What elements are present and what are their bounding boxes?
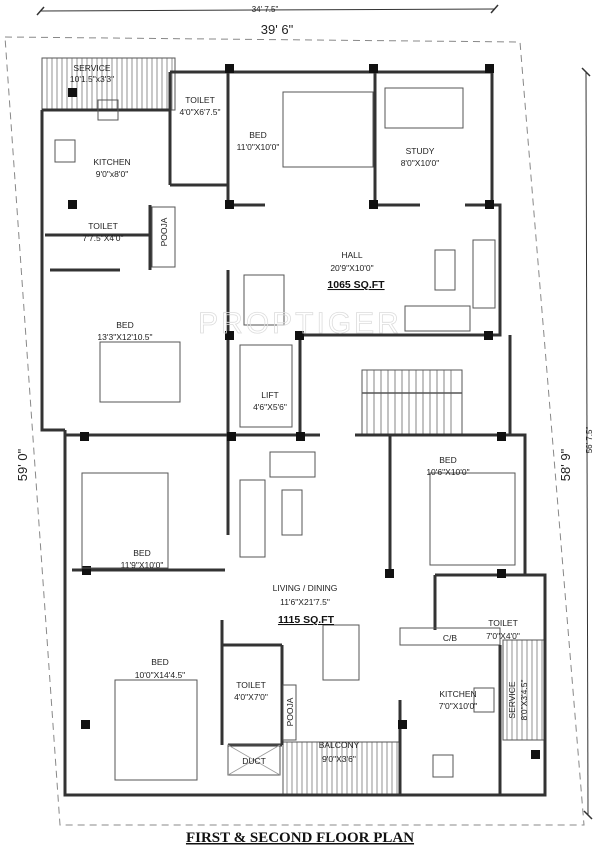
- room-name: KITCHEN: [93, 157, 130, 167]
- kitchen-stove-bottom: [473, 687, 495, 713]
- room-name: BED: [151, 657, 168, 667]
- room-name: STUDY: [406, 146, 435, 156]
- room-size: 11'0"X10'0": [237, 142, 280, 152]
- service-area-bottom: [502, 639, 546, 741]
- room-pooja-top: POOJA: [159, 217, 169, 246]
- top-outer-dimension: 34' 7.5": [252, 5, 279, 14]
- balcony-area: [282, 741, 401, 795]
- bed-bottom-furniture: [114, 679, 198, 781]
- room-bed-right: BED 10'6"X10'0": [426, 455, 469, 477]
- room-toilet-top: TOILET 4'0"X6'7.5": [180, 95, 221, 117]
- room-size: 7'0"X4'0": [486, 631, 520, 641]
- room-hall: HALL 20'9"X10'0" 1065 SQ.FT: [327, 250, 385, 291]
- room-size: 9'0"x8'0": [96, 169, 128, 179]
- kitchen-sink: [97, 99, 119, 121]
- bed-mid-left-furniture: [81, 472, 169, 569]
- room-area: 1115 SQ.FT: [278, 614, 335, 626]
- room-name: SERVICE: [507, 681, 517, 718]
- room-size: 11'6"X21'7.5": [280, 597, 330, 607]
- room-lift: LIFT 4'6"X5'6": [253, 390, 287, 412]
- room-service-top: SERVICE 10'1.5"x3'3": [70, 63, 114, 84]
- room-size: 7'0"X10'0": [439, 701, 478, 711]
- plan-title: FIRST & SECOND FLOOR PLAN: [186, 830, 414, 846]
- kitchen-stove: [54, 139, 76, 163]
- room-bed-top: BED 11'0"X10'0": [237, 130, 280, 152]
- bed-left-furniture: [99, 341, 181, 403]
- room-name: LIVING / DINING: [273, 583, 338, 593]
- room-size: 10'0"X14'4.5": [135, 670, 185, 680]
- room-name: BED: [439, 455, 456, 465]
- left-dimension: 59' 0": [15, 448, 30, 481]
- walls: [40, 70, 547, 797]
- room-kitchen-bottom: KITCHEN 7'0"X10'0": [439, 689, 478, 711]
- room-bed-bottom: BED 10'0"X14'4.5": [135, 657, 185, 680]
- room-kitchen-top: KITCHEN 9'0"x8'0": [93, 157, 130, 179]
- room-name: BALCONY: [319, 740, 360, 750]
- room-name: BED: [116, 320, 133, 330]
- hall-table: [434, 249, 456, 291]
- living-sofa: [239, 479, 266, 558]
- room-name: BED: [249, 130, 266, 140]
- service-area-top: [41, 57, 176, 111]
- plot-boundary: [4, 36, 585, 826]
- room-size: 8'0"X3'4.5": [519, 680, 529, 721]
- room-name: HALL: [341, 250, 363, 260]
- living-sofa-2: [269, 451, 316, 478]
- room-study: STUDY 8'0"X10'0": [401, 146, 440, 168]
- room-name: SERVICE: [73, 63, 110, 73]
- room-size: 4'6"X5'6": [253, 402, 287, 412]
- hall-dining-table: [243, 274, 285, 326]
- room-size: 8'0"X10'0": [401, 158, 440, 168]
- room-living-dining: LIVING / DINING 11'6"X21'7.5" 1115 SQ.FT: [273, 583, 338, 626]
- staircase: [361, 369, 463, 436]
- room-size: 7'7.5"X4'0": [83, 233, 124, 243]
- study-bed-furniture: [384, 87, 464, 129]
- lift-car: [239, 344, 293, 428]
- living-table: [281, 489, 303, 536]
- hall-sofa-2: [404, 305, 471, 332]
- room-cb: C/B: [443, 633, 458, 643]
- hall-sofa: [472, 239, 496, 309]
- room-size: 20'9"X10'0": [330, 263, 373, 273]
- top-dimension: 39' 6": [261, 22, 294, 37]
- right-outer-dimension: 56' 7.5": [585, 427, 594, 454]
- columns: [68, 64, 540, 759]
- room-duct: DUCT: [242, 756, 266, 766]
- room-toilet-left: TOILET 7'7.5"X4'0": [83, 221, 124, 243]
- room-size: 9'0"X3'6": [322, 754, 356, 764]
- room-bed-mid-left: BED 11'9"X10'0": [121, 548, 164, 570]
- room-area: 1065 SQ.FT: [327, 279, 385, 291]
- room-size: 11'9"X10'0": [121, 560, 164, 570]
- room-name: LIFT: [261, 390, 278, 400]
- room-name: TOILET: [488, 618, 518, 628]
- room-size: 13'3"X12'10.5": [97, 332, 152, 342]
- room-bed-left: BED 13'3"X12'10.5": [97, 320, 152, 342]
- duct-box: [227, 744, 281, 776]
- bed-top-furniture: [282, 91, 374, 168]
- top-dimension-line: [36, 4, 499, 16]
- room-name: TOILET: [88, 221, 118, 231]
- room-balcony: BALCONY 9'0"X3'6": [319, 740, 360, 764]
- room-name: TOILET: [185, 95, 215, 105]
- room-size: 10'1.5"x3'3": [70, 74, 114, 84]
- room-pooja-bottom: POOJA: [285, 697, 295, 726]
- room-name: BED: [133, 548, 150, 558]
- room-toilet-right: TOILET 7'0"X4'0": [486, 618, 520, 641]
- kitchen-sink-bottom: [432, 754, 454, 778]
- room-size: 10'6"X10'0": [426, 467, 469, 477]
- bed-right-furniture: [429, 472, 516, 566]
- dining-table: [322, 624, 360, 681]
- room-size: 4'0"X7'0": [234, 692, 268, 702]
- room-name: KITCHEN: [439, 689, 476, 699]
- right-dimension-line: [581, 67, 593, 820]
- furniture: [54, 87, 516, 781]
- right-dimension: 58' 9": [558, 448, 573, 481]
- room-name: TOILET: [236, 680, 266, 690]
- room-service-bottom: SERVICE 8'0"X3'4.5": [507, 680, 529, 721]
- room-toilet-bottom: TOILET 4'0"X7'0": [234, 680, 268, 702]
- room-size: 4'0"X6'7.5": [180, 107, 221, 117]
- watermark: PROPTIGER: [198, 307, 402, 340]
